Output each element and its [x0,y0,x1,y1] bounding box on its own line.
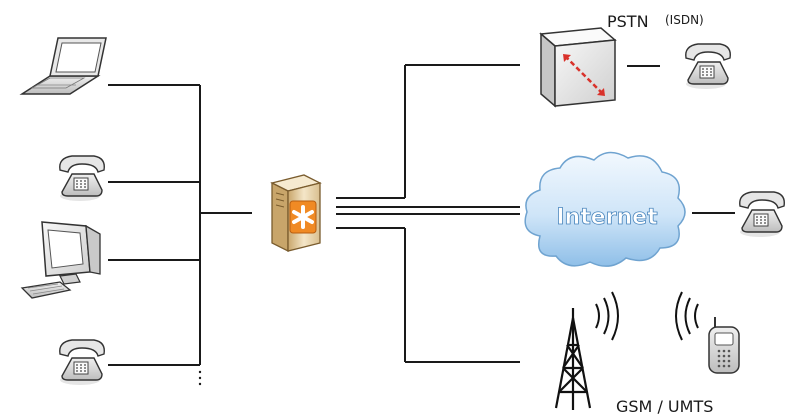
internet-desk-phone-icon [739,191,785,238]
desk-phone-icon [59,155,105,202]
desktop-computer-icon [20,221,101,299]
laptop-icon [19,37,107,95]
mobile-signal-icon [675,291,699,341]
gsm-umts-label: GSM / UMTS [616,397,713,416]
mobile-phone-icon [708,317,740,374]
desk-phone-icon [59,339,105,386]
pstn-label: PSTN [607,12,649,31]
continuation-dots [198,370,202,386]
connection-lines [108,64,735,366]
pstn-desk-phone-icon [685,43,731,90]
internet-label: Internet [556,205,658,230]
isdn-label: (ISDN) [665,13,704,27]
tower-signal-icon [595,291,619,341]
internet-cloud-icon: Internet [524,151,686,267]
cell-tower-icon [554,308,592,410]
pstn-switch-icon [539,27,617,108]
asterisk-pbx-server-icon [270,174,322,253]
